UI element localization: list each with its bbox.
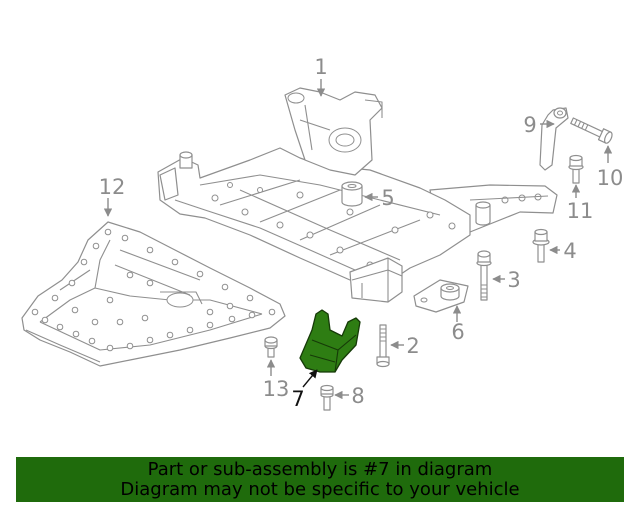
bushing-5 <box>341 181 363 207</box>
notice-banner-line-1: Part or sub-assembly is #7 in diagram <box>147 459 493 480</box>
callout-10-label: 10 <box>597 166 624 190</box>
highlighted-bracket-7 <box>299 309 361 373</box>
callout-7-label: 7 <box>291 387 304 411</box>
link-9 <box>539 107 569 171</box>
parts-diagram: 1 2 3 4 5 6 7 8 9 10 11 12 13 <box>21 55 624 411</box>
bolt-13 <box>264 336 278 358</box>
callout-11-label: 11 <box>567 199 594 223</box>
bolt-4 <box>532 228 550 263</box>
notice-banner-line-2: Diagram may not be specific to your vehi… <box>120 479 520 500</box>
callout-2-label: 2 <box>406 334 419 358</box>
callout-4-label: 4 <box>563 239 576 263</box>
callout-5-label: 5 <box>381 186 394 210</box>
callout-7-leader <box>302 369 318 388</box>
mount-6 <box>413 279 469 313</box>
callout-6-label: 6 <box>451 320 464 344</box>
callout-8-label: 8 <box>351 384 364 408</box>
callout-1-label: 1 <box>314 55 327 79</box>
skid-plate <box>21 221 286 367</box>
parts-diagram-svg: 1 2 3 4 5 6 7 8 9 10 11 12 13 <box>21 55 624 411</box>
front-subframe <box>157 87 558 303</box>
callout-3-label: 3 <box>507 268 520 292</box>
callout-9-label: 9 <box>523 113 536 137</box>
callout-13-label: 13 <box>263 377 290 401</box>
bolt-3 <box>476 250 492 301</box>
bolt-10 <box>570 117 613 144</box>
callout-12-label: 12 <box>99 175 126 199</box>
bolt-8 <box>320 384 334 411</box>
highlighted-bracket-7-body <box>299 309 361 373</box>
bolt-11 <box>568 154 584 184</box>
notice-banner: Part or sub-assembly is #7 in diagram Di… <box>16 457 624 502</box>
bolt-2 <box>376 324 390 368</box>
